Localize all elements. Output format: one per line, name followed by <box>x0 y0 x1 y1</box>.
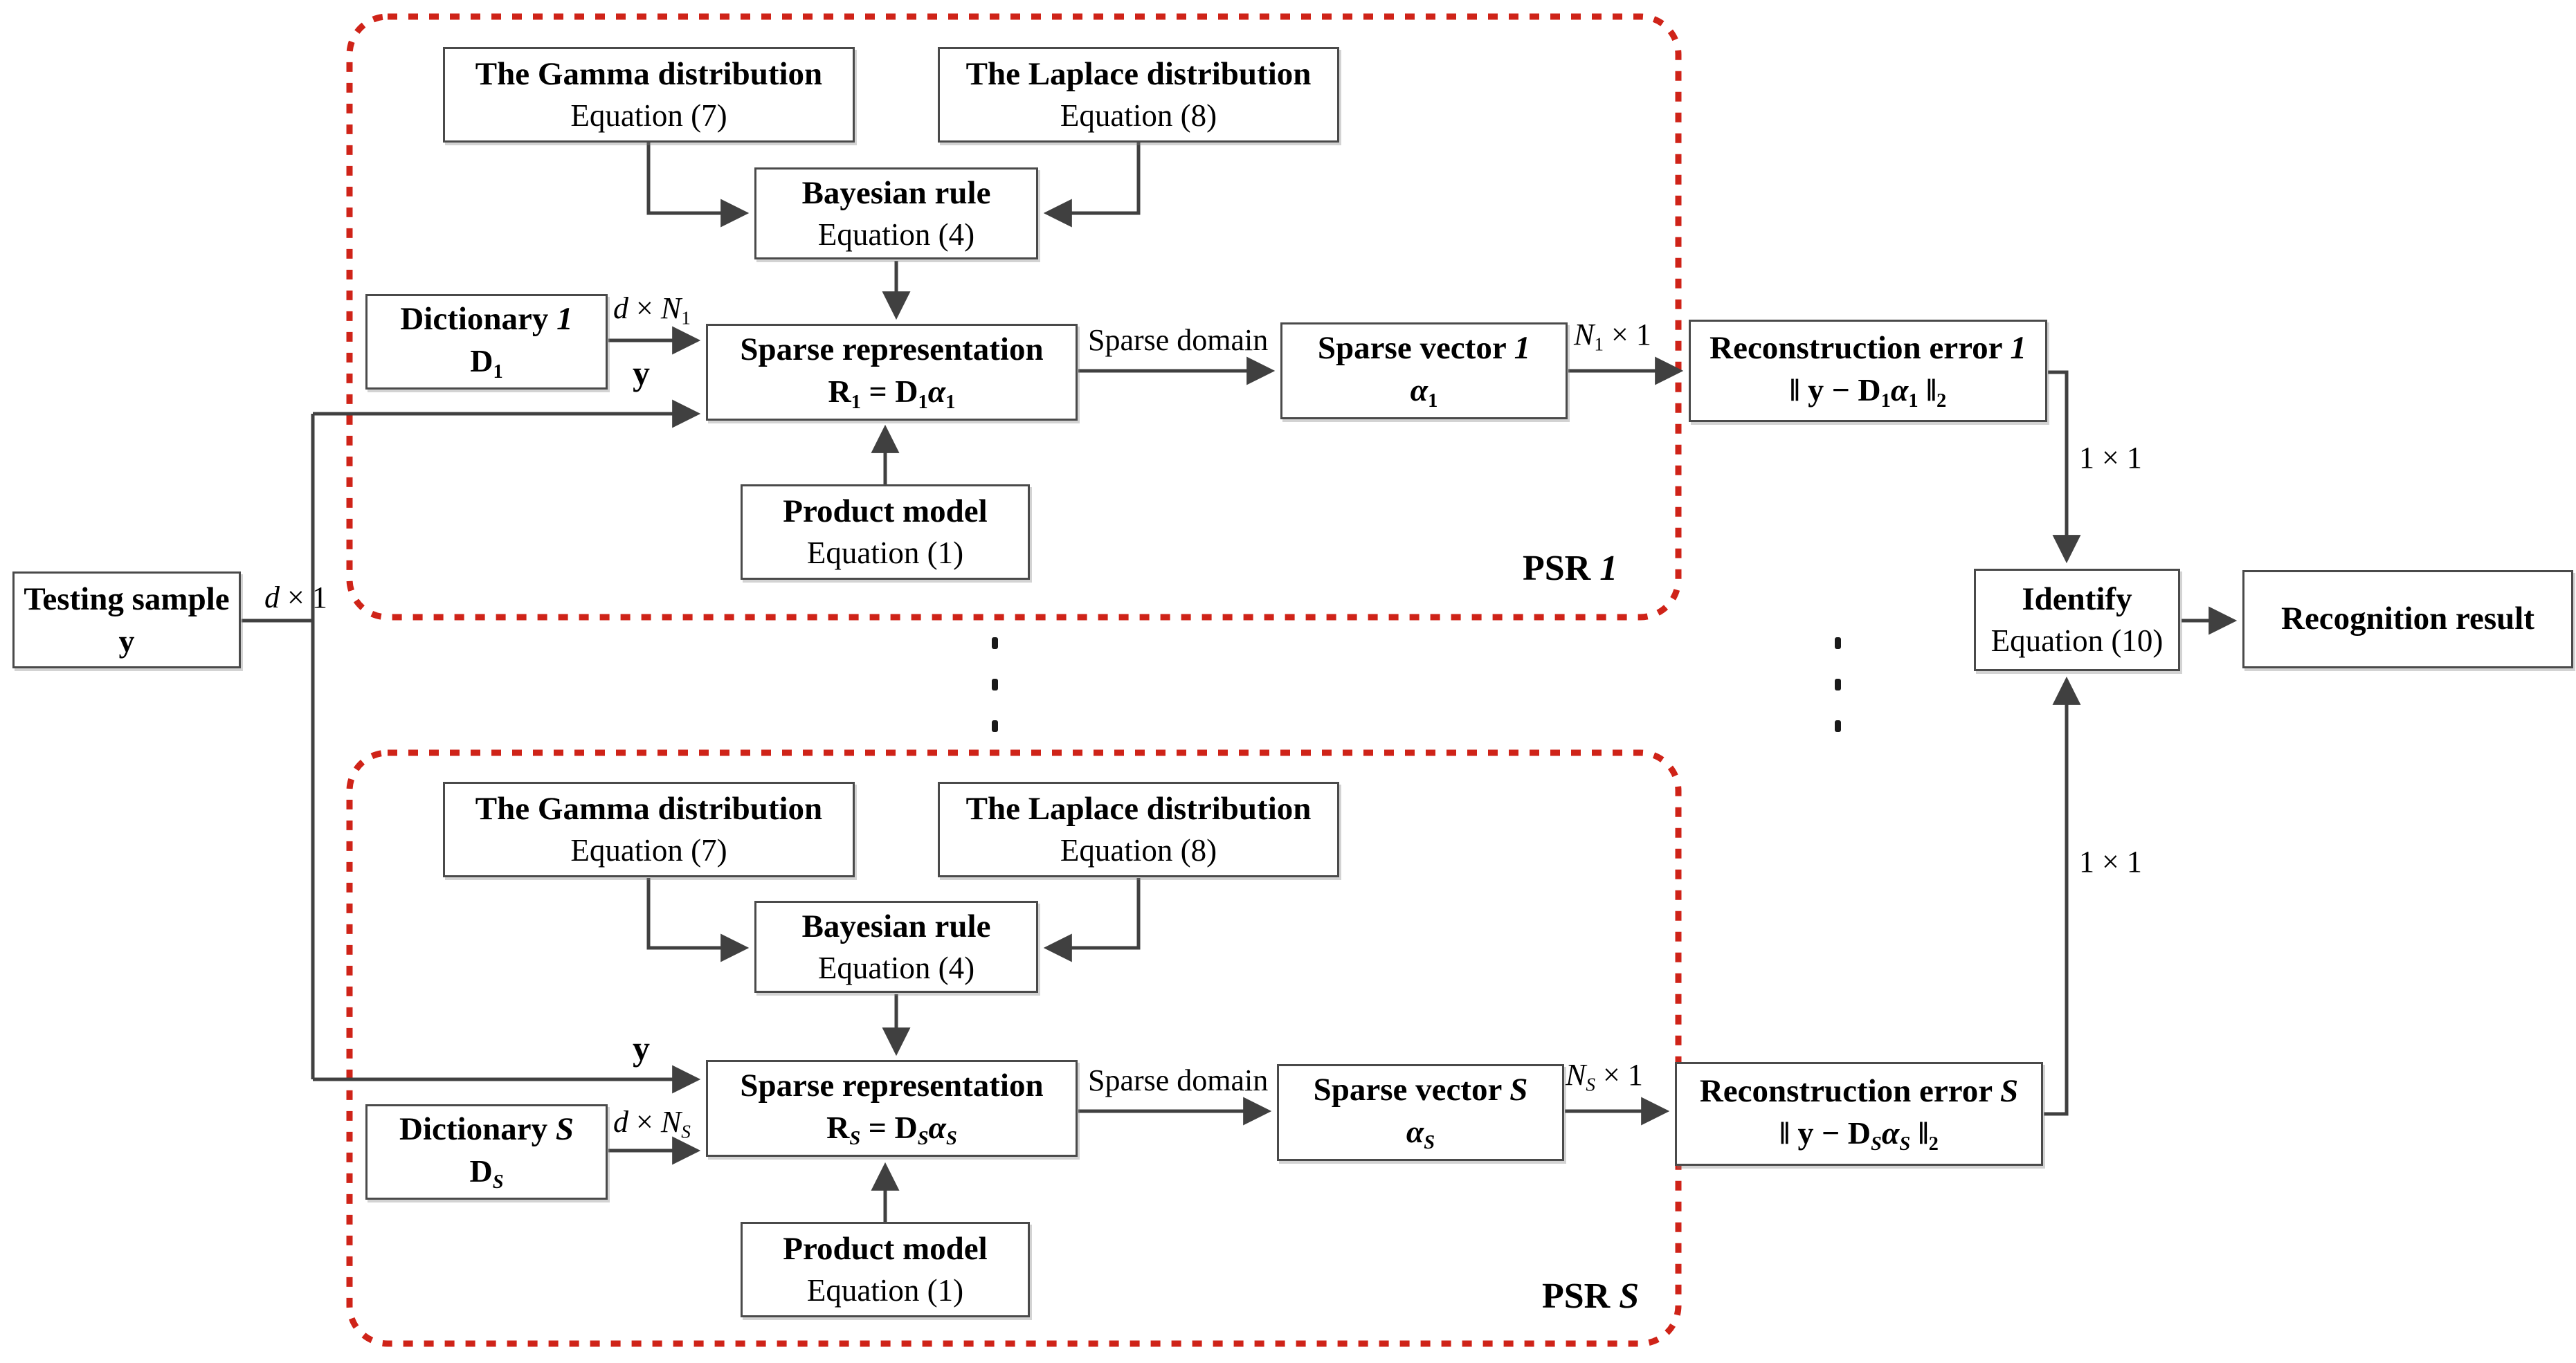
psr-1-group-frame <box>346 13 1682 621</box>
label-n1-x-1: N1 × 1 <box>1574 318 1651 355</box>
gamma-distribution-box-s: The Gamma distribution Equation (7) <box>443 782 855 877</box>
box-formula: ‖ y − DSαS ‖2 <box>1779 1115 1939 1155</box>
gamma-distribution-box-1: The Gamma distribution Equation (7) <box>443 47 855 143</box>
box-subtitle: Equation (4) <box>817 217 975 252</box>
box-subtitle: Equation (1) <box>806 1273 964 1308</box>
psr-s-group-label: PSR S <box>1542 1277 1640 1316</box>
box-subtitle: Equation (8) <box>1060 98 1217 134</box>
arrow-gamma-s-to-bayesian-s <box>646 878 750 962</box>
box-title: Sparse representation <box>740 1068 1044 1104</box>
box-title: The Gamma distribution <box>475 56 823 93</box>
reconstruction-error-1-box: Reconstruction error 1 ‖ y − D1α1 ‖2 <box>1689 320 2047 422</box>
box-title: Testing sample <box>24 580 230 617</box>
label-1-x-1-bottom: 1 × 1 <box>2079 845 2142 879</box>
label-d-x-n1: d × N1 <box>613 291 691 329</box>
label-ns-x-1: NS × 1 <box>1566 1058 1643 1095</box>
box-title: Bayesian rule <box>801 174 991 211</box>
box-formula: α1 <box>1410 372 1438 412</box>
box-subtitle: Equation (10) <box>1990 623 2164 659</box>
box-subtitle: Equation (8) <box>1060 833 1217 868</box>
laplace-distribution-box-1: The Laplace distribution Equation (8) <box>938 47 1339 143</box>
box-title: Sparse vector S <box>1313 1072 1528 1108</box>
bayesian-rule-box-s: Bayesian rule Equation (4) <box>754 901 1038 993</box>
box-subtitle: Equation (7) <box>570 833 727 868</box>
label-y-bottom: y <box>633 1029 650 1068</box>
sparse-representation-box-s: Sparse representation RS = DSαS <box>706 1060 1078 1157</box>
box-title: Product model <box>783 493 988 530</box>
box-title: Sparse representation <box>740 331 1044 368</box>
box-title: Sparse vector 1 <box>1317 330 1531 367</box>
sparse-vector-1-box: Sparse vector 1 α1 <box>1280 322 1568 419</box>
arrow-gamma1-to-bayesian1 <box>646 143 750 228</box>
vertical-ellipsis-right <box>1835 637 1841 732</box>
sparse-vector-s-box: Sparse vector S αS <box>1277 1064 1564 1161</box>
box-formula: y <box>118 623 135 659</box>
vertical-ellipsis-left <box>992 637 998 732</box>
testing-sample-box: Testing sample y <box>12 571 241 668</box>
box-title: Reconstruction error 1 <box>1709 330 2026 367</box>
box-title: The Laplace distribution <box>965 791 1312 827</box>
arrow-laplace-s-to-bayesian-s <box>1043 878 1141 962</box>
box-title: Bayesian rule <box>801 908 991 944</box>
label-sparse-domain-top: Sparse domain <box>1088 323 1269 357</box>
box-title: The Laplace distribution <box>965 56 1312 93</box>
box-subtitle: Equation (4) <box>817 950 975 985</box>
box-formula: D1 <box>470 343 503 383</box>
box-formula: R1 = D1α1 <box>828 374 956 414</box>
laplace-distribution-box-s: The Laplace distribution Equation (8) <box>938 782 1339 877</box>
reconstruction-error-s-box: Reconstruction error S ‖ y − DSαS ‖2 <box>1675 1062 2043 1166</box>
box-title: Dictionary S <box>399 1111 574 1148</box>
label-sparse-domain-bottom: Sparse domain <box>1088 1063 1269 1097</box>
product-model-box-s: Product model Equation (1) <box>741 1222 1030 1317</box>
dictionary-1-box: Dictionary 1 D1 <box>365 294 608 390</box>
label-1-x-1-top: 1 × 1 <box>2079 441 2142 475</box>
product-model-box-1: Product model Equation (1) <box>741 484 1030 580</box>
label-d-x-ns: d × NS <box>613 1105 691 1142</box>
box-formula: RS = DSαS <box>826 1110 957 1150</box>
box-title: Identify <box>2022 581 2132 618</box>
label-d-x-1: d × 1 <box>264 580 327 614</box>
box-title: Product model <box>783 1231 988 1268</box>
box-title: The Gamma distribution <box>475 791 823 827</box>
box-formula: DS <box>469 1153 504 1193</box>
sparse-representation-box-1: Sparse representation R1 = D1α1 <box>706 324 1078 421</box>
arrow-recon-error-s-to-identify <box>2044 676 2081 1116</box>
box-title: Dictionary 1 <box>400 301 573 338</box>
arrow-laplace1-to-bayesian1 <box>1043 143 1141 228</box>
box-formula: αS <box>1406 1114 1435 1154</box>
arrow-recon-error-1-to-identify <box>2048 370 2081 564</box>
dictionary-s-box: Dictionary S DS <box>365 1104 608 1200</box>
box-subtitle: Equation (1) <box>806 536 964 571</box>
psr-1-group-label: PSR 1 <box>1523 549 1618 588</box>
psr-s-group-frame <box>346 749 1682 1347</box>
box-subtitle: Equation (7) <box>570 98 727 134</box>
identify-box: Identify Equation (10) <box>1974 569 2180 671</box>
box-title: Reconstruction error S <box>1699 1073 2019 1110</box>
box-title: Recognition result <box>2281 601 2534 637</box>
recognition-result-box: Recognition result <box>2242 570 2573 668</box>
bayesian-rule-box-1: Bayesian rule Equation (4) <box>754 167 1038 259</box>
label-y-top: y <box>633 354 650 392</box>
box-formula: ‖ y − D1α1 ‖2 <box>1789 372 1947 412</box>
